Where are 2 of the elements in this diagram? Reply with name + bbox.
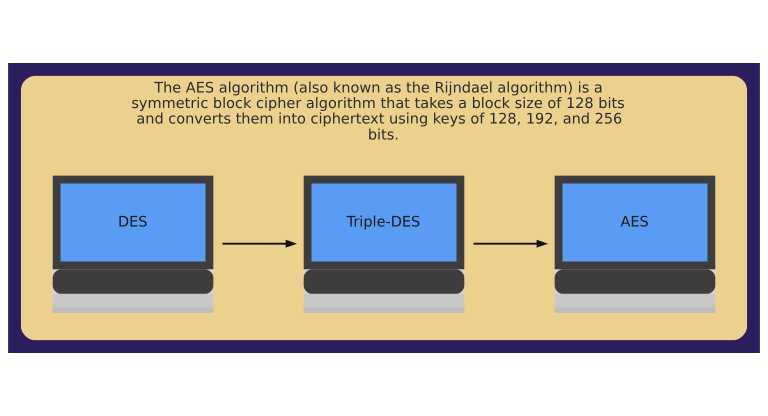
arrow — [222, 240, 298, 248]
arrow — [474, 240, 548, 248]
